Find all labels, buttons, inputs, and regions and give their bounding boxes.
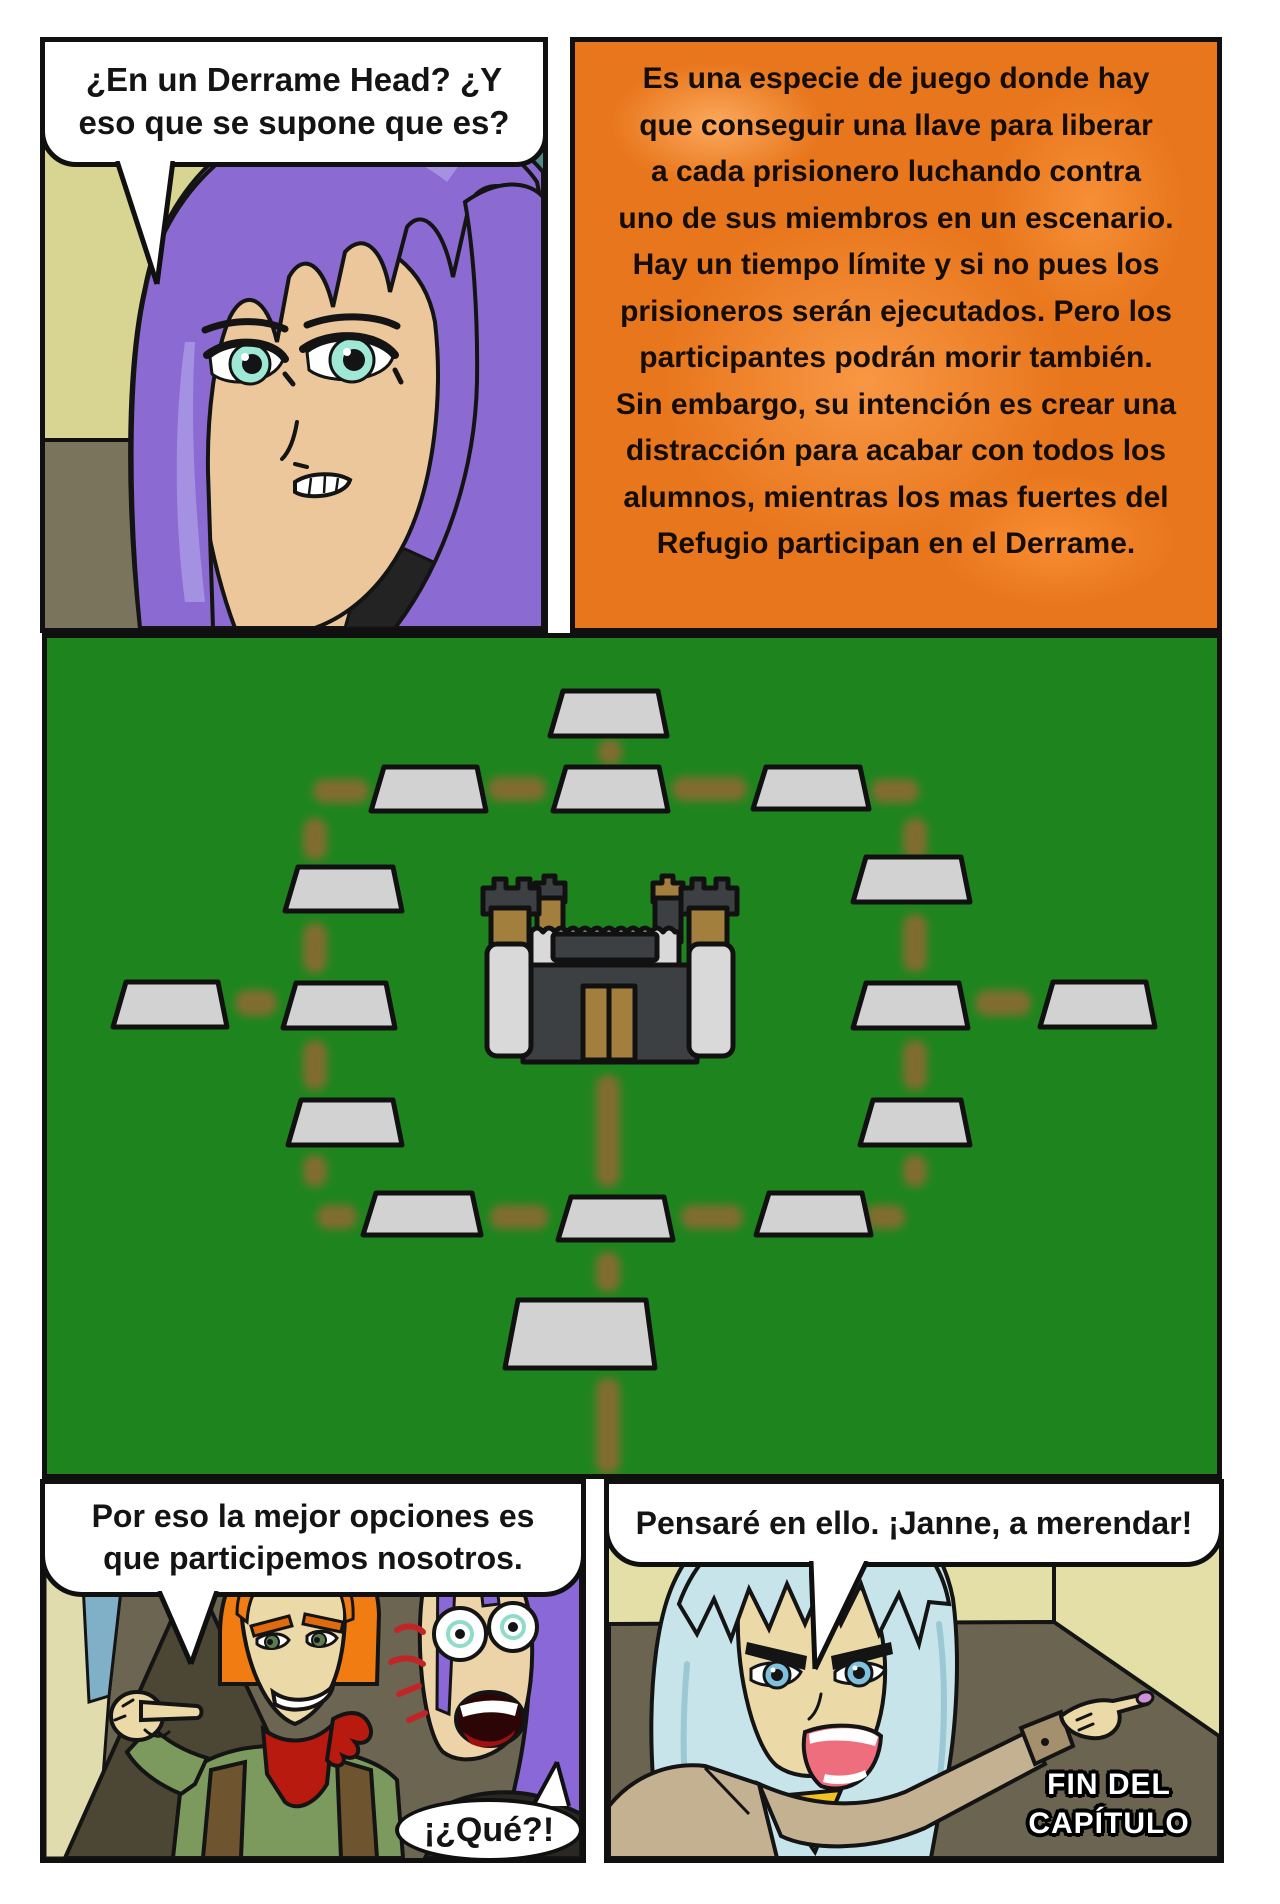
map-platform (753, 1190, 874, 1238)
speech-bubble: Por eso la mejor opciones es que partici… (45, 1484, 581, 1597)
map-platform (850, 854, 973, 905)
panel-bottom-left: Por eso la mejor opciones es que partici… (40, 1479, 586, 1863)
fluster-marks (388, 1623, 428, 1723)
path-dash (303, 1155, 327, 1187)
path-dash (871, 779, 919, 803)
panel-narration: Es una especie de juego donde hay que co… (570, 37, 1222, 633)
dirt-path-layer (235, 739, 1031, 1474)
path-dash (865, 1205, 905, 1229)
path-dash (903, 818, 927, 860)
path-dash (672, 777, 747, 801)
path-dash (596, 1252, 620, 1292)
castle (480, 873, 740, 1065)
platform-layer (110, 688, 1158, 1371)
map-platform (280, 980, 398, 1031)
speech-bubble: Pensaré en ello. ¡Janne, a merendar! (609, 1484, 1219, 1567)
arena-map (110, 688, 1158, 1474)
path-dash (303, 923, 327, 973)
narration-text: Es una especie de juego donde hay que co… (615, 62, 1177, 560)
map-platform (550, 764, 671, 814)
map-platform (502, 1297, 658, 1371)
speech-text: ¿En un Derrame Head? ¿Y eso que se supon… (78, 61, 510, 141)
painted-fingernail (1135, 1690, 1155, 1706)
panel-top-left: ¿En un Derrame Head? ¿Y eso que se supon… (40, 37, 548, 633)
path-dash (681, 1205, 743, 1229)
path-dash (596, 1378, 620, 1474)
path-dash (235, 990, 277, 1016)
path-dash (598, 739, 622, 765)
path-dash (903, 1155, 927, 1187)
path-dash (903, 914, 927, 972)
path-dash (303, 1040, 327, 1090)
map-platform (282, 864, 405, 914)
path-dash (490, 1205, 548, 1229)
map-platform (850, 980, 971, 1031)
path-dash (313, 779, 369, 803)
speech-bubble: ¿En un Derrame Head? ¿Y eso que se supon… (45, 42, 543, 167)
map-platform (368, 764, 489, 814)
map-platform (360, 1190, 484, 1238)
map-platform (110, 979, 230, 1030)
path-dash (975, 990, 1031, 1016)
path-dash (488, 777, 546, 801)
map-platform (547, 688, 670, 739)
speech-bubble-tail (115, 161, 175, 285)
panel-arena-map (42, 633, 1222, 1479)
path-dash (317, 1205, 357, 1229)
map-platform (857, 1097, 973, 1148)
map-platform (555, 1194, 676, 1243)
map-platform (750, 764, 872, 812)
speech-text: Por eso la mejor opciones es que partici… (91, 1498, 535, 1576)
speech-bubble-tail (157, 1591, 219, 1666)
end-of-chapter-caption: FIN DEL CAPÍTULO (1028, 1767, 1190, 1841)
reaction-bubble: ¡¿Qué?! (395, 1798, 581, 1858)
speech-text: Pensaré en ello. ¡Janne, a merendar! (635, 1504, 1193, 1541)
reaction-bubble-tail (531, 1761, 571, 1807)
panel-bottom-right: Pensaré en ello. ¡Janne, a merendar! FIN… (604, 1479, 1224, 1863)
map-platform (1037, 979, 1158, 1030)
path-dash (596, 1075, 620, 1187)
speech-bubble-tail (809, 1561, 869, 1671)
path-dash (303, 818, 327, 860)
path-dash (903, 1040, 927, 1090)
map-platform (285, 1097, 405, 1148)
reaction-text: ¡¿Qué?! (423, 1810, 555, 1849)
